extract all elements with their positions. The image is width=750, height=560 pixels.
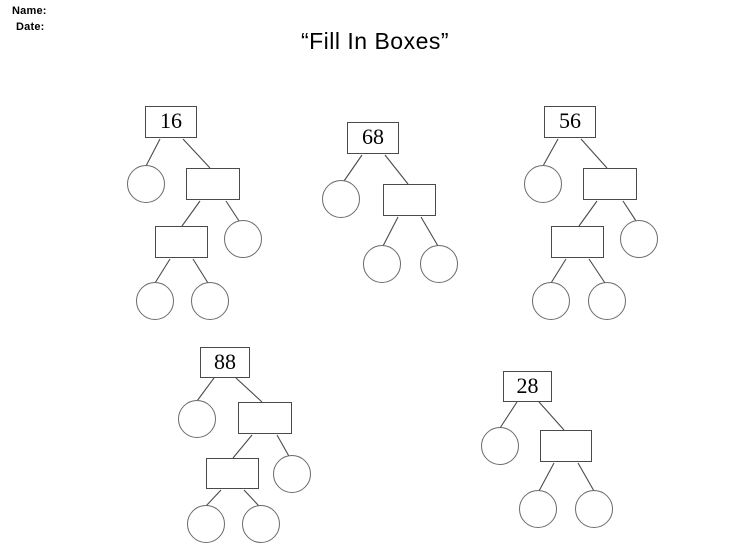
tree-edge: [420, 216, 439, 247]
tree-edge: [145, 138, 161, 167]
tree-edge: [205, 489, 222, 507]
problem-5-level2-right-box[interactable]: [540, 430, 592, 462]
tree-edge: [343, 154, 363, 182]
tree-edge: [550, 258, 567, 284]
tree-edge: [196, 377, 215, 402]
tree-edge: [182, 138, 211, 169]
problem-1-level2-right-box[interactable]: [186, 168, 240, 200]
tree-edge: [580, 138, 608, 169]
problem-4-level2-left-circle[interactable]: [178, 400, 216, 438]
problem-2-level2-right-box[interactable]: [383, 184, 436, 216]
tree-edge: [588, 258, 606, 284]
problem-2-level2-left-circle[interactable]: [322, 180, 360, 218]
problem-4-root-box[interactable]: 88: [200, 347, 250, 378]
problem-1-level4-left-circle[interactable]: [136, 282, 174, 320]
tree-edge: [243, 489, 260, 507]
tree-edge: [154, 258, 171, 284]
tree-edge: [235, 377, 263, 403]
problem-3-level3-right-circle[interactable]: [620, 220, 658, 258]
problem-1-level3-right-circle[interactable]: [224, 220, 262, 258]
tree-edge: [577, 462, 595, 492]
problem-5-level3-right-circle[interactable]: [575, 490, 613, 528]
problem-3-level3-left-box[interactable]: [551, 226, 604, 258]
problem-3-level4-right-circle[interactable]: [588, 282, 626, 320]
tree-edge: [499, 401, 518, 429]
tree-edge: [382, 216, 399, 247]
problem-5-level3-left-circle[interactable]: [519, 490, 557, 528]
problem-4-level2-right-box[interactable]: [238, 402, 292, 434]
date-label: Date:: [16, 21, 45, 33]
tree-edge: [578, 200, 598, 227]
problem-2-level3-right-circle[interactable]: [420, 245, 458, 283]
tree-edge: [384, 154, 409, 185]
tree-edge: [538, 401, 565, 431]
problem-2-level3-left-circle[interactable]: [363, 245, 401, 283]
problem-5-root-box[interactable]: 28: [503, 371, 552, 402]
problem-1-root-box[interactable]: 16: [145, 106, 197, 138]
tree-edge: [181, 200, 201, 227]
problem-3-root-box[interactable]: 56: [544, 106, 596, 138]
problem-3-level2-left-circle[interactable]: [524, 165, 562, 203]
tree-edge: [232, 434, 253, 459]
problem-1-level4-right-circle[interactable]: [191, 282, 229, 320]
tree-edge: [192, 258, 209, 284]
problem-3-level2-right-box[interactable]: [583, 168, 637, 200]
problem-4-level4-right-circle[interactable]: [242, 505, 280, 543]
problem-2-root-box[interactable]: 68: [347, 122, 399, 154]
page-title: “Fill In Boxes”: [300, 28, 450, 54]
problem-3-level4-left-circle[interactable]: [532, 282, 570, 320]
problem-1-level3-left-box[interactable]: [155, 226, 208, 258]
problem-4-level3-left-box[interactable]: [206, 458, 259, 489]
problem-1-level2-left-circle[interactable]: [127, 165, 165, 203]
problem-5-level2-left-circle[interactable]: [481, 427, 519, 465]
tree-edge: [538, 462, 555, 492]
problem-4-level4-left-circle[interactable]: [187, 505, 225, 543]
name-label: Name:: [12, 5, 47, 17]
problem-4-level3-right-circle[interactable]: [273, 455, 311, 493]
tree-edge: [542, 138, 559, 167]
